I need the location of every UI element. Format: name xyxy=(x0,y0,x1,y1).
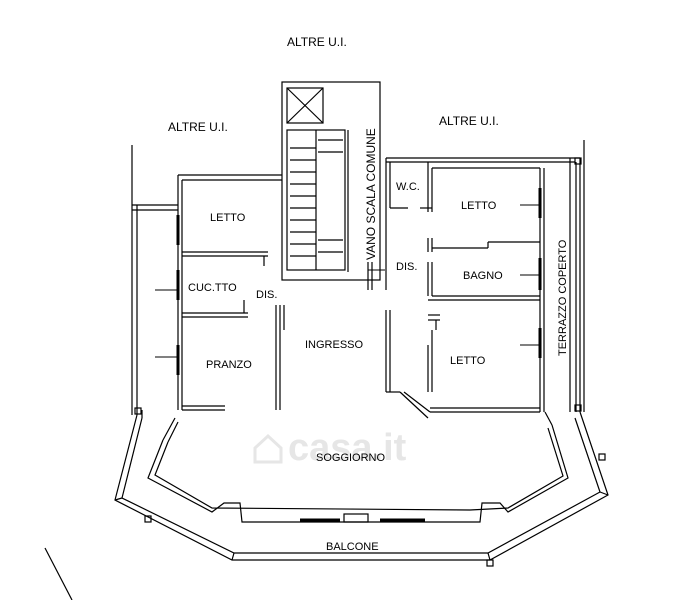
walls xyxy=(131,140,585,419)
room-soggiorno: SOGGIORNO xyxy=(316,452,386,464)
room-cucina: CUC.TTO xyxy=(188,282,237,294)
watermark-text: casa.it xyxy=(288,427,407,469)
room-letto-2: LETTO xyxy=(461,200,497,212)
room-dis-2: DIS. xyxy=(396,261,417,273)
room-letto-3: LETTO xyxy=(450,355,486,367)
room-pranzo: PRANZO xyxy=(206,359,252,371)
label-altre-top: ALTRE U.I. xyxy=(287,35,347,49)
soggiorno-outline xyxy=(44,157,609,600)
room-dis-1: DIS. xyxy=(256,289,277,301)
house-logo-icon xyxy=(253,433,283,464)
room-balcone: BALCONE xyxy=(326,541,379,553)
room-terrazzo: TERRAZZO COPERTO xyxy=(557,239,569,356)
label-altre-right: ALTRE U.I. xyxy=(439,114,499,128)
room-wc: W.C. xyxy=(396,181,420,193)
window-ticks xyxy=(155,204,540,358)
watermark: casa.it xyxy=(253,427,407,469)
room-letto-1: LETTO xyxy=(210,212,246,224)
label-altre-left: ALTRE U.I. xyxy=(168,120,228,134)
label-vano-scala: VANO SCALA COMUNE xyxy=(364,128,378,260)
room-ingresso: INGRESSO xyxy=(305,339,364,351)
windows xyxy=(176,188,542,375)
room-bagno: BAGNO xyxy=(463,270,503,282)
stairwell xyxy=(281,81,381,290)
